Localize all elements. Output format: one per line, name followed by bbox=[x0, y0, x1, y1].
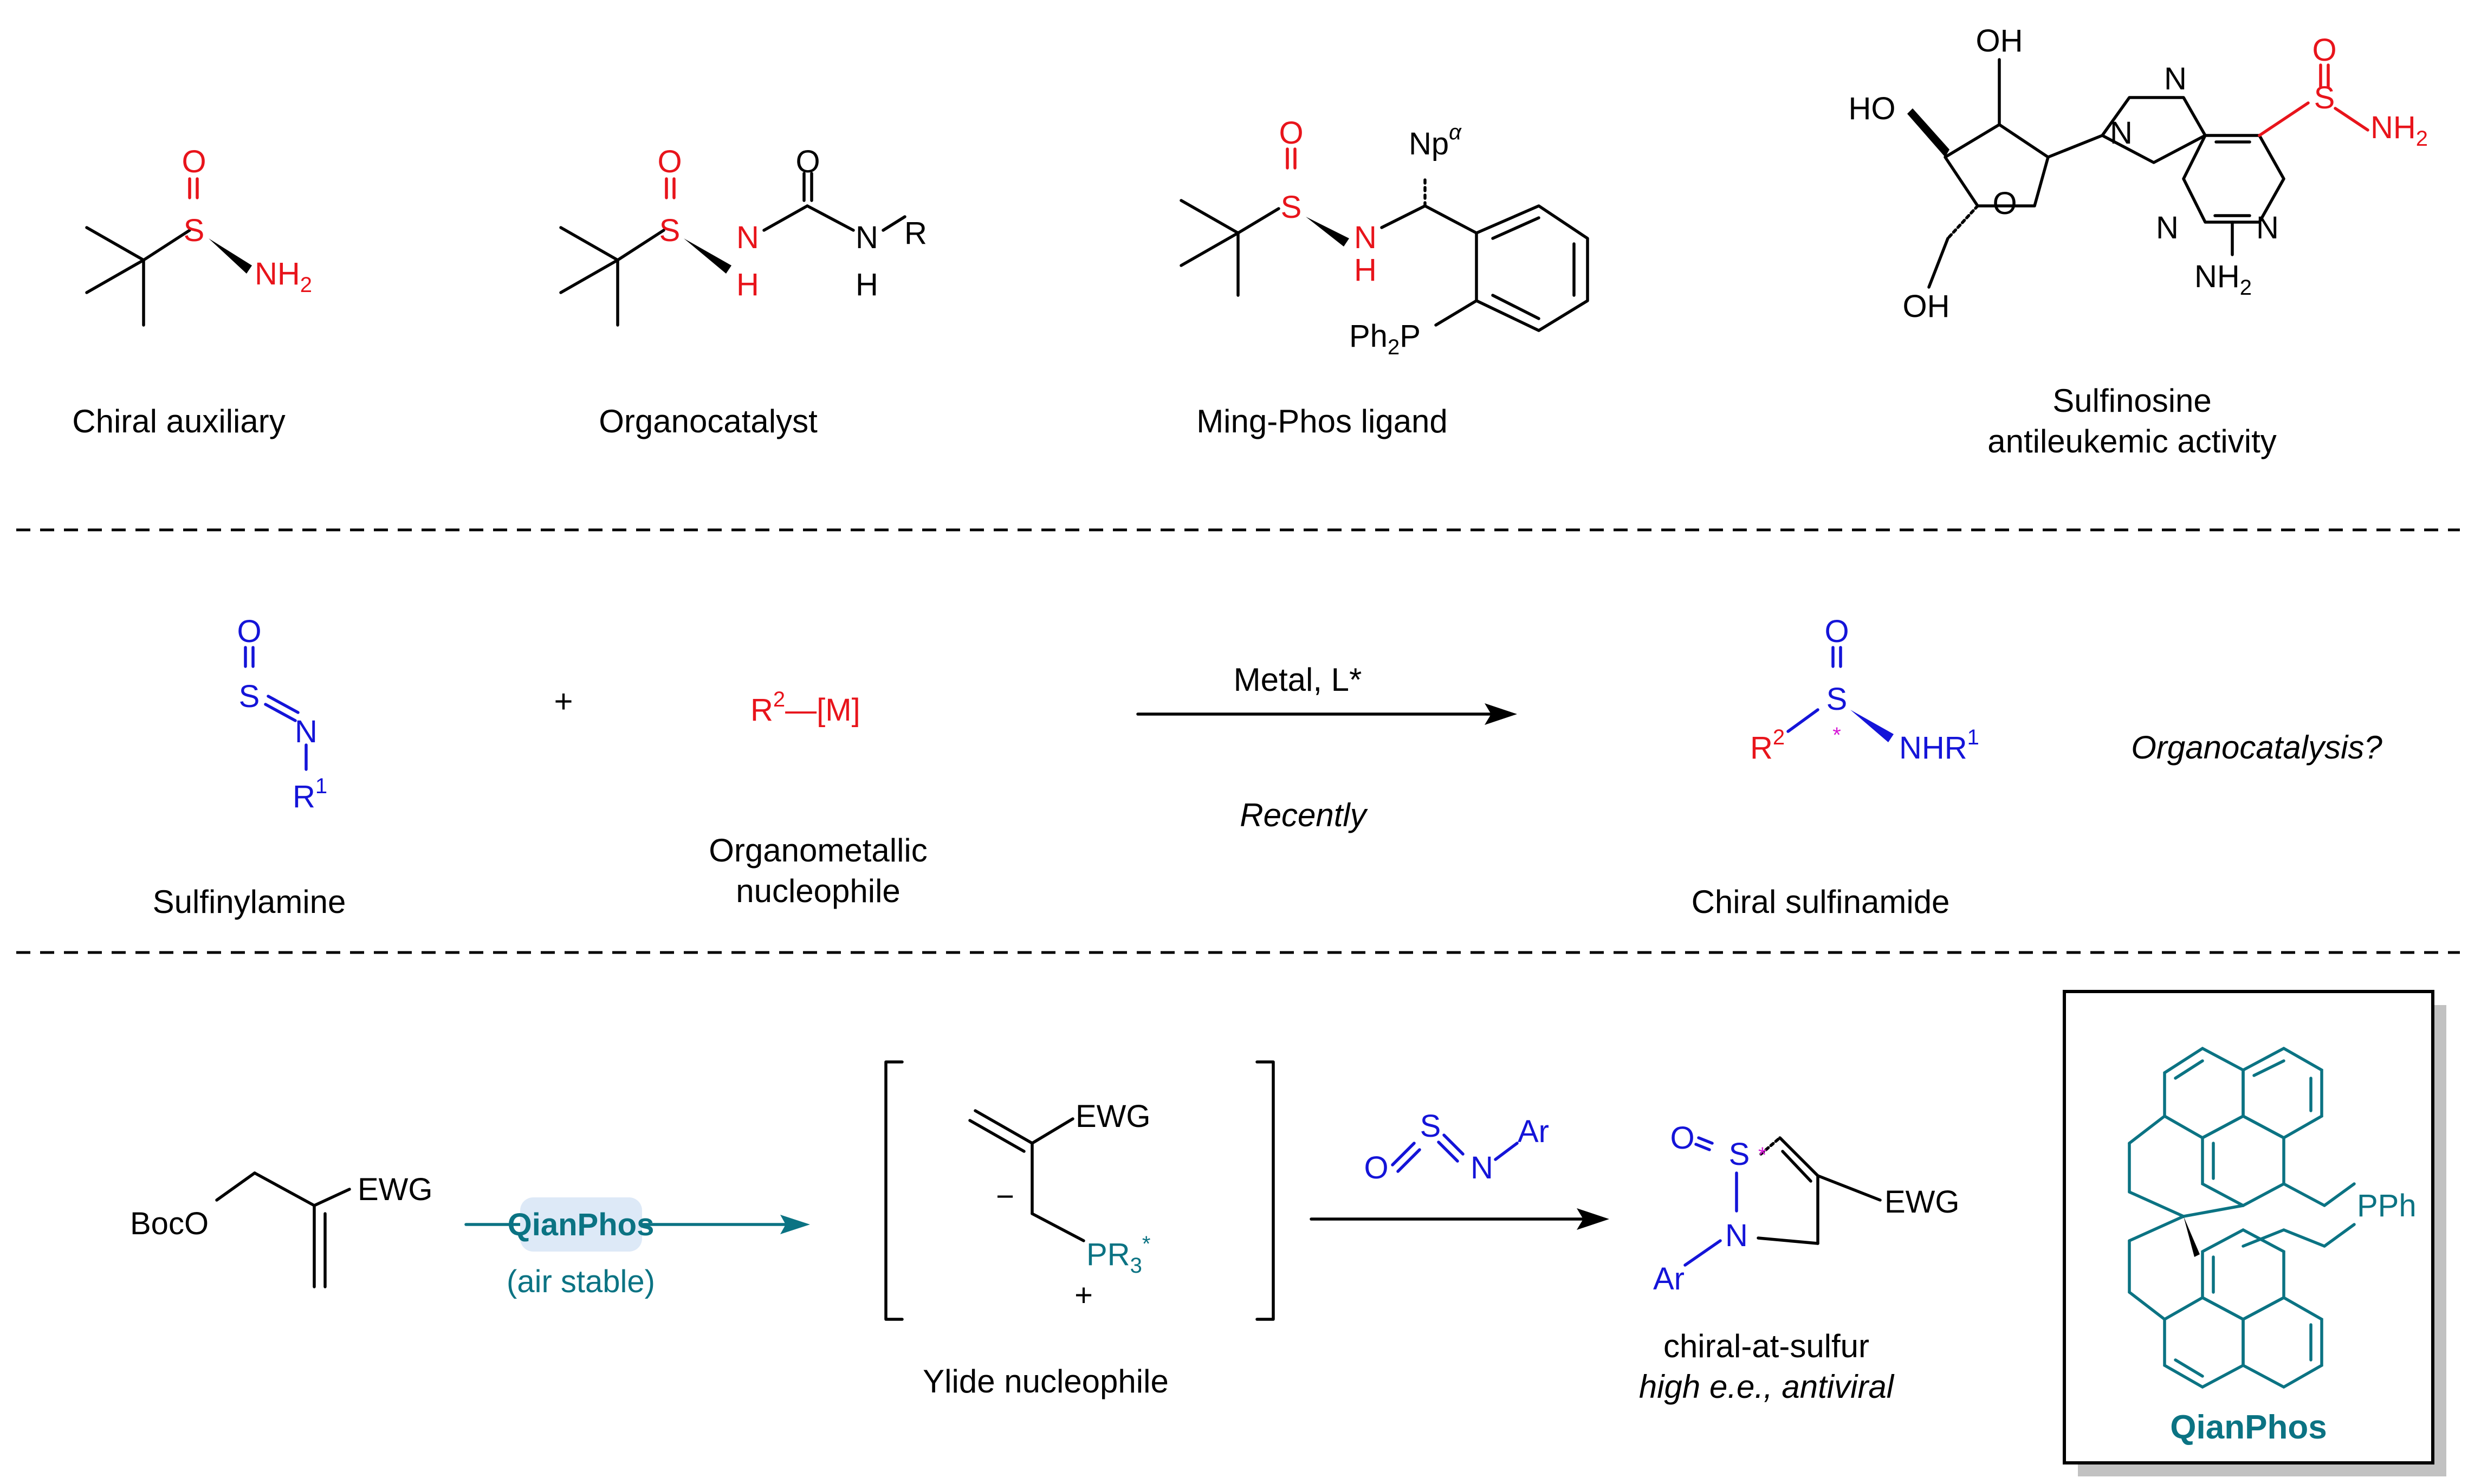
left-bracket bbox=[884, 1060, 904, 1321]
amine-group: NH2 bbox=[2194, 259, 2252, 300]
oxygen-atom: O bbox=[1824, 614, 1849, 649]
qianphos-box-title: QianPhos bbox=[2170, 1409, 2327, 1446]
qianphos-box bbox=[2063, 990, 2434, 1464]
sulfur-atom: S bbox=[239, 679, 260, 714]
cyclic-sulfinamide-structure: O S * N Ar EWG bbox=[1653, 1120, 1960, 1297]
nitrogen-atom: N bbox=[295, 714, 318, 749]
nucleophile-label: nucleophile bbox=[736, 873, 901, 909]
ring-oxygen: O bbox=[1992, 186, 2017, 221]
sulfinosine-structure: OH HO O OH N N N N S O NH2 NH2 bbox=[1849, 23, 2428, 324]
diphenylphosphino-group: Ph2P bbox=[1349, 319, 1421, 359]
nitrogen-atom: N bbox=[856, 220, 878, 255]
hydroxyl-group: HO bbox=[1849, 91, 1896, 126]
naphthyl-group: Npα bbox=[1409, 120, 1462, 161]
chiral-sulfinamide-structure: O S * R2 NHR1 bbox=[1750, 614, 1979, 766]
arrow-head bbox=[1485, 703, 1517, 725]
ewg-group: EWG bbox=[1884, 1184, 1960, 1220]
catalyst-name: QianPhos bbox=[508, 1207, 655, 1242]
oxygen-atom: O bbox=[182, 144, 206, 179]
oxygen-atom: O bbox=[1670, 1120, 1694, 1156]
mingphos-label: Ming-Phos ligand bbox=[1196, 403, 1448, 439]
nitrogen-atom: N bbox=[1354, 220, 1377, 255]
chiral-sulfinamide-label: Chiral sulfinamide bbox=[1692, 884, 1950, 920]
arrow-note: Recently bbox=[1240, 797, 1368, 833]
organocatalysis-question: Organocatalysis? bbox=[2131, 729, 2382, 766]
hydroxyl-group: OH bbox=[1976, 23, 2023, 59]
catalyst-pill bbox=[520, 1197, 642, 1252]
arrow-conditions: Metal, L* bbox=[1234, 662, 1362, 698]
sulfur-atom: S bbox=[1281, 190, 1302, 225]
nitrogen-atom: N bbox=[2256, 210, 2279, 245]
r-group: R bbox=[904, 216, 927, 251]
product-arrow-head bbox=[1577, 1208, 1609, 1230]
oxygen-atom: O bbox=[1364, 1150, 1388, 1185]
nitrogen-atom: N bbox=[1471, 1150, 1493, 1185]
nitrogen-atom: N bbox=[2110, 115, 2133, 151]
right-bracket bbox=[1255, 1060, 1275, 1321]
nitrogen-atom: N bbox=[1725, 1218, 1748, 1253]
sulfinylamine-reagent: O S N Ar bbox=[1364, 1109, 1549, 1185]
organocatalyst-structure: S O N H O N H R bbox=[559, 144, 927, 327]
carbanion-charge: − bbox=[996, 1179, 1014, 1214]
oxygen-atom: O bbox=[2312, 33, 2336, 68]
organometallic-reagent: R2—[M] bbox=[750, 688, 860, 728]
air-stable-note: (air stable) bbox=[507, 1264, 655, 1299]
allylic-carbonate-structure: BocO EWG bbox=[130, 1171, 433, 1288]
chiral-auxiliary-structure: S O NH2 bbox=[85, 144, 312, 327]
chiral-auxiliary-label: Chiral auxiliary bbox=[72, 403, 285, 439]
sulfinylamine-label: Sulfinylamine bbox=[153, 884, 346, 920]
ylide-label: Ylide nucleophile bbox=[923, 1363, 1169, 1399]
stereocenter-marker: * bbox=[1758, 1143, 1767, 1167]
catalyst-arrow-head bbox=[780, 1215, 810, 1234]
sulfur-atom: S bbox=[659, 213, 681, 248]
sulfur-atom: S bbox=[2314, 80, 2335, 115]
phosphorus-group: PPh bbox=[2357, 1188, 2417, 1223]
sulfur-atom: S bbox=[184, 213, 205, 248]
amine-group: NH2 bbox=[2370, 110, 2428, 151]
aryl-group: Ar bbox=[1518, 1114, 1549, 1149]
hydroxyl-group: OH bbox=[1903, 289, 1950, 324]
sulfinosine-activity-label: antileukemic activity bbox=[1987, 423, 2277, 459]
nitrogen-atom: N bbox=[736, 220, 759, 255]
hydrogen-atom: H bbox=[736, 267, 759, 302]
organocatalyst-label: Organocatalyst bbox=[599, 403, 818, 439]
sulfinylamine-structure: O S N R1 bbox=[237, 614, 327, 814]
nitrogen-atom: N bbox=[2156, 210, 2179, 245]
plus-sign: + bbox=[554, 683, 573, 720]
product-property-label: high e.e., antiviral bbox=[1639, 1369, 1895, 1405]
oxygen-atom: O bbox=[795, 144, 820, 179]
product-label: chiral-at-sulfur bbox=[1663, 1328, 1869, 1364]
sulfinosine-label: Sulfinosine bbox=[2052, 383, 2212, 419]
amine-group: NH2 bbox=[255, 256, 312, 297]
sulfur-atom: S bbox=[1826, 682, 1848, 717]
sulfur-atom: S bbox=[1729, 1137, 1750, 1172]
organometallic-label: Organometallic bbox=[709, 832, 928, 869]
r1-group: R1 bbox=[293, 774, 327, 814]
ylide-structure: EWG − PR3* + bbox=[968, 1099, 1151, 1313]
nitrogen-atom: N bbox=[2164, 61, 2187, 96]
phosphonium-charge: + bbox=[1074, 1278, 1093, 1313]
boc-oxygen: BocO bbox=[130, 1206, 209, 1241]
oxygen-atom: O bbox=[237, 614, 261, 649]
oxygen-atom: O bbox=[657, 144, 682, 179]
sulfur-atom: S bbox=[1420, 1109, 1441, 1144]
ewg-group: EWG bbox=[1076, 1099, 1151, 1134]
oxygen-atom: O bbox=[1279, 115, 1303, 151]
mingphos-structure: S O N H Npα Ph2P bbox=[1180, 115, 1589, 359]
ewg-group: EWG bbox=[358, 1172, 433, 1207]
stereocenter-marker: * bbox=[1832, 723, 1841, 747]
qianphos-structure: PPh bbox=[2128, 1046, 2417, 1389]
nhr1-group: NHR1 bbox=[1899, 725, 1979, 766]
hydrogen-atom: H bbox=[856, 267, 878, 302]
phosphonium-group: PR3* bbox=[1086, 1232, 1150, 1278]
hydrogen-atom: H bbox=[1354, 252, 1377, 288]
r2-group: R2 bbox=[1750, 725, 1785, 766]
aryl-group: Ar bbox=[1653, 1261, 1685, 1297]
